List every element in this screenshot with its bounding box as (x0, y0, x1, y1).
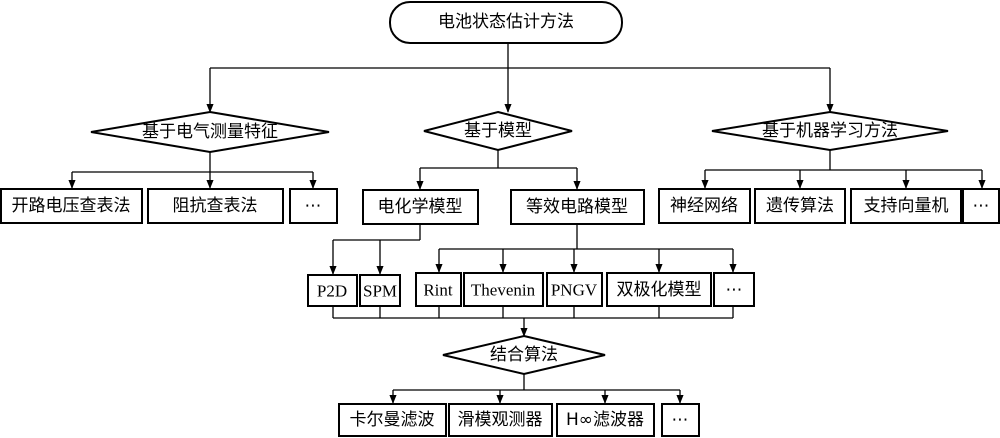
ml-method-label: 神经网络 (670, 196, 738, 216)
category-ml: 基于机器学习方法 (711, 110, 949, 152)
ml-method: 神经网络 (658, 188, 751, 224)
equivalent-circuit-model: 双极化模型 (606, 272, 712, 307)
category-model-label: 基于模型 (464, 121, 532, 141)
root-node: 电池状态估计方法 (389, 1, 623, 44)
equivalent-circuit-model-label: Thevenin (471, 281, 536, 300)
connectors (68, 43, 986, 404)
electrical-method: 阻抗查表法 (147, 188, 284, 224)
equivalent-circuit-model-more-label: ⋯ (726, 280, 743, 300)
category-ml-label: 基于机器学习方法 (762, 121, 898, 141)
electrochemical-model-label: P2D (317, 282, 347, 301)
algorithm: H∞滤波器 (556, 403, 655, 437)
ml-method-label: 遗传算法 (766, 196, 834, 216)
equivalent-circuit-model-label: PNGV (551, 281, 598, 300)
algorithm-more-label: ⋯ (672, 410, 689, 430)
ml-method-more-label: ⋯ (973, 196, 990, 216)
category-electrical: 基于电气测量特征 (90, 110, 330, 154)
electrical-method-label: 阻抗查表法 (173, 196, 258, 216)
ml-method-more: ⋯ (962, 188, 1000, 224)
electrochemical-model: SPM (359, 274, 401, 307)
model-type-electrochemical-label: 电化学模型 (378, 197, 463, 217)
ml-method: 遗传算法 (754, 188, 846, 224)
equivalent-circuit-model: Rint (415, 272, 462, 307)
combine-node: 结合算法 (442, 334, 606, 376)
algorithm-label: H∞滤波器 (566, 410, 644, 430)
ml-method-label: 支持向量机 (864, 196, 949, 216)
algorithm: 卡尔曼滤波 (338, 403, 447, 437)
algorithm-label: 滑模观测器 (458, 410, 543, 430)
equivalent-circuit-model-label: 双极化模型 (617, 280, 702, 300)
combine-label: 结合算法 (490, 345, 558, 365)
electrochemical-model: P2D (307, 274, 358, 307)
ml-method: 支持向量机 (850, 188, 962, 224)
electrical-method: 开路电压查表法 (0, 188, 143, 224)
electrochemical-model-label: SPM (363, 282, 397, 301)
model-type-equivalent-circuit: 等效电路模型 (510, 189, 645, 225)
model-type-electrochemical: 电化学模型 (362, 189, 479, 225)
algorithm: 滑模观测器 (448, 403, 553, 437)
root-label: 电池状态估计方法 (438, 12, 574, 32)
electrical-method-more: ⋯ (289, 188, 338, 224)
electrical-method-more-label: ⋯ (305, 196, 322, 216)
model-type-equivalent-circuit-label: 等效电路模型 (526, 197, 628, 217)
electrical-method-label: 开路电压查表法 (12, 196, 131, 216)
equivalent-circuit-model-more: ⋯ (713, 272, 755, 307)
algorithm-label: 卡尔曼滤波 (350, 410, 435, 430)
algorithm-more: ⋯ (661, 403, 700, 437)
equivalent-circuit-model: PNGV (546, 272, 603, 307)
category-model: 基于模型 (423, 110, 573, 152)
equivalent-circuit-model: Thevenin (463, 272, 544, 307)
category-electrical-label: 基于电气测量特征 (142, 122, 278, 142)
equivalent-circuit-model-label: Rint (423, 281, 453, 300)
